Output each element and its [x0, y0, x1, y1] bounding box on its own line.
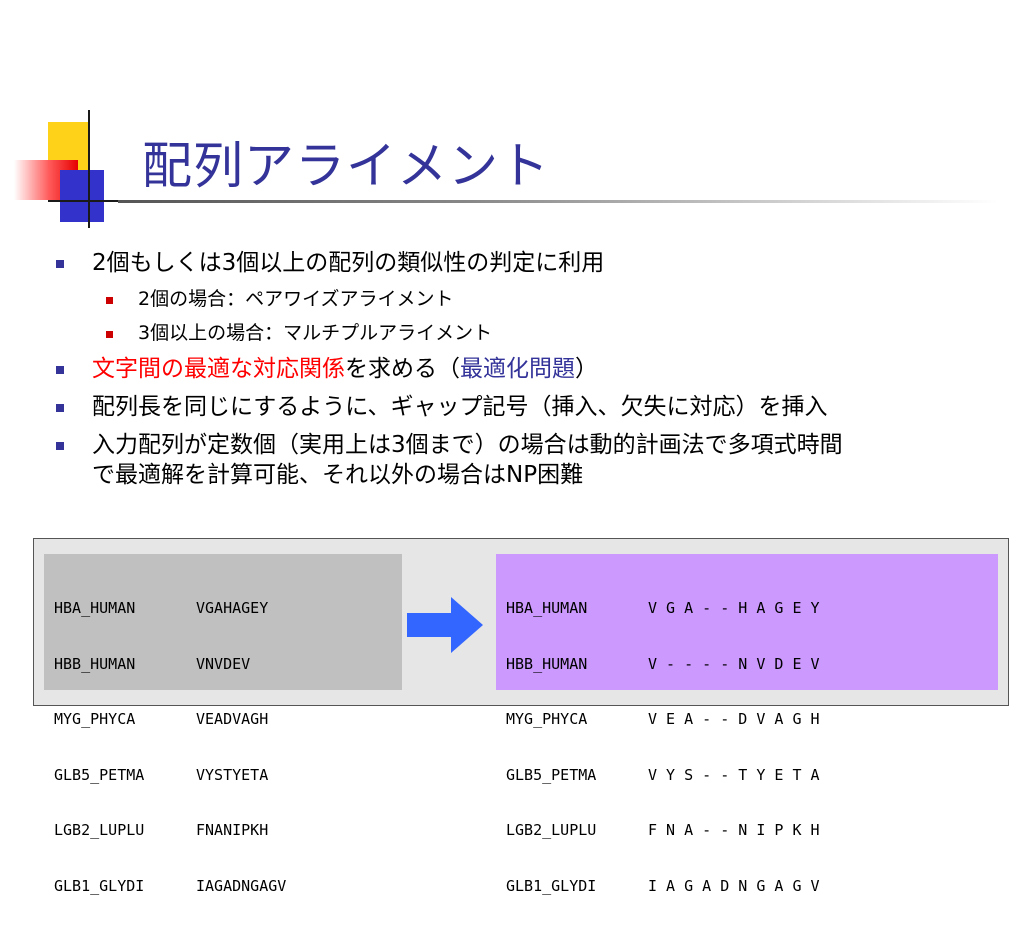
- bullet-text: を求める（: [345, 356, 460, 382]
- aligned-row: GLB5_PETMA V Y S - - T Y E T A: [506, 766, 820, 785]
- alignment-example-panel: HBA_HUMAN VGAHAGEY HBB_HUMAN VNVDEV MYG_PH…: [33, 538, 1009, 895]
- sequence-name: MYG_PHYCA: [506, 710, 588, 728]
- input-sequences-box: HBA_HUMAN VGAHAGEY HBB_HUMAN VNVDEV MYG_PH…: [44, 554, 402, 895]
- sequence-row: GLB5_PETMA VYSTYETA: [54, 766, 286, 785]
- sequence-name: HBA_HUMAN: [54, 599, 136, 617]
- bullet-list: 2個もしくは3個以上の配列の類似性の判定に利用 2個の場合：ペアワイズアライメン…: [56, 248, 1006, 498]
- sequence-row: MYG_PHYCA VEADVAGH: [54, 710, 286, 729]
- sub-bullet-text: 3個以上の場合：マルチプルアライメント: [138, 322, 493, 344]
- right-arrow-icon: [407, 597, 483, 653]
- sequence-name: GLB1_GLYDI: [54, 876, 145, 895]
- input-sequences-table: HBA_HUMAN VGAHAGEY HBB_HUMAN VNVDEV MYG_PH…: [54, 562, 286, 932]
- aligned-row: GLB1_GLYDI I A G A D N G A G V: [506, 877, 820, 896]
- sequence-row: HBB_HUMAN VNVDEV: [54, 655, 286, 674]
- logo-blue-block: [60, 170, 104, 222]
- aligned-row: HBA_HUMAN V G A - - H A G E Y: [506, 599, 820, 618]
- aligned-residues: I A G A D N G A G V: [648, 876, 820, 895]
- sequence-row: GLB1_GLYDI IAGADNGAGV: [54, 877, 286, 896]
- sequence-name: HBB_HUMAN: [54, 654, 136, 673]
- aligned-row: LGB2_LUPLU F N A - - N I P K H: [506, 821, 820, 840]
- sequence-row: LGB2_LUPLU FNANIPKH: [54, 821, 286, 840]
- aligned-residues: V Y S - - T Y E T A: [648, 765, 820, 784]
- sequence-residues: VNVDEV: [196, 654, 251, 673]
- slide-title: 配列アライメント: [142, 137, 550, 195]
- aligned-residues: F N A - - N I P K H: [648, 821, 820, 839]
- aligned-residues: V G A - - H A G E Y: [648, 599, 820, 617]
- sequence-name: GLB5_PETMA: [506, 765, 597, 784]
- aligned-residues: V - - - - N V D E V: [648, 654, 820, 673]
- logo-vertical-line: [88, 110, 90, 228]
- aligned-row: MYG_PHYCA V E A - - D V A G H: [506, 710, 820, 729]
- bullet-item: 文字間の最適な対応関係を求める（最適化問題）: [56, 354, 1006, 384]
- bullet-text-line: 入力配列が定数個（実用上は3個まで）の場合は動的計画法で多項式時間: [92, 432, 843, 458]
- bullet-text: 2個もしくは3個以上の配列の類似性の判定に利用: [92, 250, 605, 276]
- aligned-sequences-table: HBA_HUMAN V G A - - H A G E Y HBB_HUMAN V …: [506, 562, 820, 932]
- sub-bullet-item: 2個の場合：ペアワイズアライメント: [56, 286, 1006, 312]
- sequence-residues: IAGADNGAGV: [196, 876, 287, 895]
- bullet-item: 2個もしくは3個以上の配列の類似性の判定に利用: [56, 248, 1006, 278]
- sequence-name: GLB1_GLYDI: [506, 876, 597, 895]
- sequence-name: HBB_HUMAN: [506, 654, 588, 673]
- sub-bullet-text: 2個の場合：ペアワイズアライメント: [138, 288, 454, 310]
- aligned-row: HBB_HUMAN V - - - - N V D E V: [506, 655, 820, 674]
- bullet-item: 入力配列が定数個（実用上は3個まで）の場合は動的計画法で多項式時間 で最適解を計…: [56, 430, 1006, 490]
- highlight-blue-text: 最適化問題: [460, 356, 575, 382]
- logo-horizontal-line: [48, 200, 118, 202]
- title-underline: [118, 200, 998, 203]
- bullet-text: ）: [575, 356, 598, 382]
- sequence-name: LGB2_LUPLU: [506, 821, 597, 839]
- sequence-residues: VGAHAGEY: [196, 599, 269, 617]
- sequence-row: HBA_HUMAN VGAHAGEY: [54, 599, 286, 618]
- sequence-name: GLB5_PETMA: [54, 765, 145, 784]
- aligned-sequences-box: HBA_HUMAN V G A - - H A G E Y HBB_HUMAN V …: [496, 554, 998, 895]
- sub-bullet-item: 3個以上の場合：マルチプルアライメント: [56, 320, 1006, 346]
- sequence-name: MYG_PHYCA: [54, 710, 136, 728]
- bullet-text: 配列長を同じにするように、ギャップ記号（挿入、欠失に対応）を挿入: [92, 394, 828, 420]
- sequence-residues: FNANIPKH: [196, 821, 269, 839]
- sequence-name: LGB2_LUPLU: [54, 821, 145, 839]
- sequence-residues: VYSTYETA: [196, 765, 269, 784]
- bullet-item: 配列長を同じにするように、ギャップ記号（挿入、欠失に対応）を挿入: [56, 392, 1006, 422]
- highlight-red-text: 文字間の最適な対応関係: [92, 356, 345, 382]
- sequence-name: HBA_HUMAN: [506, 599, 588, 617]
- sequence-residues: VEADVAGH: [196, 710, 269, 728]
- bullet-text-line: で最適解を計算可能、それ以外の場合はNP困難: [92, 462, 584, 488]
- aligned-residues: V E A - - D V A G H: [648, 710, 820, 728]
